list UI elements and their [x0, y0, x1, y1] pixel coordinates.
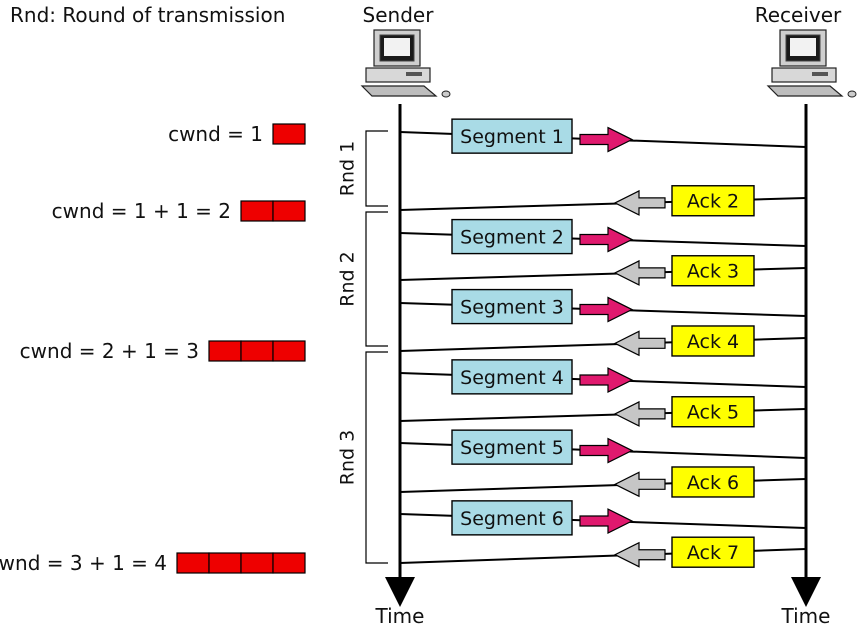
cwnd-cell	[240, 200, 274, 222]
cwnd-label: cwnd = 2 + 1 = 3	[20, 339, 199, 363]
receiver-time-label: Time	[781, 604, 831, 628]
cwnd-label: cwnd = 1	[168, 122, 263, 146]
segment-arrow	[579, 367, 634, 394]
cwnd-cell	[272, 340, 306, 362]
ack-box	[671, 185, 755, 217]
ack-label: Ack 7	[687, 542, 739, 564]
segment-label: Segment 4	[460, 367, 564, 389]
segment-label: Segment 2	[460, 227, 564, 249]
segment-box	[451, 288, 573, 325]
ack-arrow	[613, 189, 666, 216]
segment-arrow	[579, 226, 634, 253]
segment-label: Segment 5	[460, 437, 564, 459]
ack-label: Ack 3	[687, 261, 739, 283]
segment-box	[451, 118, 573, 154]
ack-label: Ack 2	[687, 191, 739, 213]
ack-label: Ack 5	[687, 402, 739, 424]
segment-box	[451, 359, 573, 395]
ack-arrow	[613, 330, 666, 357]
round-bracket	[365, 130, 388, 207]
cwnd-cell	[208, 340, 242, 362]
cwnd-cell	[272, 123, 306, 145]
cwnd-cell	[240, 340, 274, 362]
sender-computer-icon	[360, 29, 451, 98]
segment-label: Segment 3	[460, 297, 564, 319]
cwnd-cell	[176, 552, 210, 574]
receiver-computer-icon	[766, 29, 857, 98]
cwnd-cell	[208, 552, 242, 574]
ack-box	[671, 325, 755, 357]
ack-box	[671, 396, 755, 428]
ack-box	[671, 466, 755, 498]
segment-arrow	[579, 126, 634, 153]
cwnd-label: cwnd = 1 + 1 = 2	[52, 199, 231, 223]
round-label: Rnd 1	[337, 141, 359, 196]
segment-label: Segment 6	[460, 508, 564, 530]
ack-box	[671, 255, 755, 287]
segment-box	[451, 429, 573, 465]
receiver-label: Receiver	[755, 3, 842, 27]
segment-arrow	[579, 296, 634, 323]
ack-arrow	[613, 259, 666, 286]
cwnd-label: cwnd = 3 + 1 = 4	[0, 551, 167, 575]
segment-arrow	[579, 508, 634, 535]
cwnd-cell	[272, 200, 306, 222]
segment-arrow	[579, 437, 634, 464]
sender-time-label: Time	[375, 604, 425, 628]
cwnd-cell	[240, 552, 274, 574]
round-label: Rnd 3	[337, 430, 359, 485]
ack-label: Ack 4	[687, 331, 739, 353]
cwnd-cell	[272, 552, 306, 574]
ack-label: Ack 6	[687, 472, 739, 494]
ack-box	[671, 536, 755, 568]
segment-box	[451, 218, 573, 255]
segment-box	[451, 500, 573, 536]
round-bracket	[365, 351, 388, 564]
ack-arrow	[613, 471, 666, 498]
ack-arrow	[613, 400, 666, 427]
sender-label: Sender	[363, 3, 435, 27]
round-label: Rnd 2	[337, 251, 359, 306]
legend-text: Rnd: Round of transmission	[10, 3, 285, 27]
segment-label: Segment 1	[460, 126, 564, 148]
ack-arrow	[613, 541, 666, 568]
round-bracket	[365, 211, 388, 347]
